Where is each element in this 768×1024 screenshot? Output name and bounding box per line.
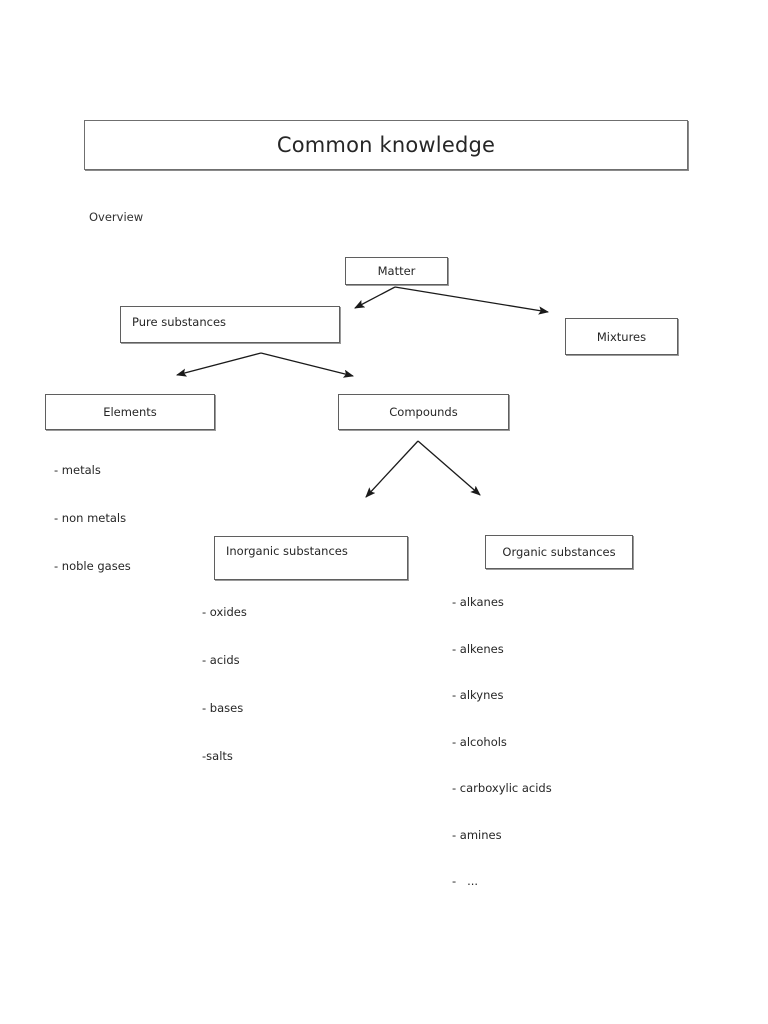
list-item: - ...: [452, 874, 479, 888]
list-item: - alkanes: [452, 595, 504, 609]
list-item: - noble gases: [54, 559, 131, 573]
edge-matter-to-mixtures: [394, 286, 550, 315]
list-item: - metals: [54, 463, 101, 477]
node-mixtures-label: Mixtures: [596, 329, 647, 344]
list-item: - alkenes: [452, 641, 504, 656]
node-organic-substances-label: Organic substances: [502, 545, 616, 559]
list-organic-subtypes: - alkanes - alkenes - alkynes - alcohols…: [452, 595, 552, 923]
list-item: -salts: [202, 749, 233, 763]
node-mixtures: Mixtures: [565, 318, 678, 355]
edge-matter-to-pure-substances: [354, 286, 396, 309]
list-item: - carboxylic acids: [452, 781, 552, 795]
list-item: - alkynes: [452, 688, 504, 702]
page-title: Common knowledge: [276, 133, 496, 157]
list-item: - bases: [202, 701, 244, 715]
node-inorganic-substances: Inorganic substances: [214, 536, 408, 580]
edge-pure-substances-to-compounds: [260, 352, 355, 378]
node-compounds-label: Compounds: [389, 405, 458, 419]
node-pure-substances: Pure substances: [120, 306, 340, 343]
document-title-box: Common knowledge: [84, 120, 688, 170]
node-matter: Matter: [345, 257, 448, 285]
list-item: - amines: [452, 827, 502, 842]
node-elements-label: Elements: [103, 405, 157, 419]
node-compounds: Compounds: [338, 394, 509, 430]
list-elements-subtypes: - metals - non metals - noble gases: [54, 463, 131, 609]
list-inorganic-subtypes: - oxides - acids - bases -salts: [202, 605, 247, 799]
edge-compounds-to-inorganic: [365, 440, 419, 498]
node-pure-substances-label: Pure substances: [132, 314, 227, 329]
node-matter-label: Matter: [377, 264, 416, 278]
node-organic-substances: Organic substances: [485, 535, 633, 569]
node-inorganic-substances-label: Inorganic substances: [226, 544, 348, 558]
edge-compounds-to-organic: [417, 440, 481, 496]
list-item: - non metals: [54, 511, 127, 525]
section-label-overview: Overview: [89, 210, 144, 224]
list-item: - acids: [202, 653, 240, 667]
edge-pure-substances-to-elements: [175, 352, 262, 377]
list-item: - oxides: [202, 605, 247, 619]
list-item: - alcohols: [452, 734, 507, 749]
node-elements: Elements: [45, 394, 215, 430]
